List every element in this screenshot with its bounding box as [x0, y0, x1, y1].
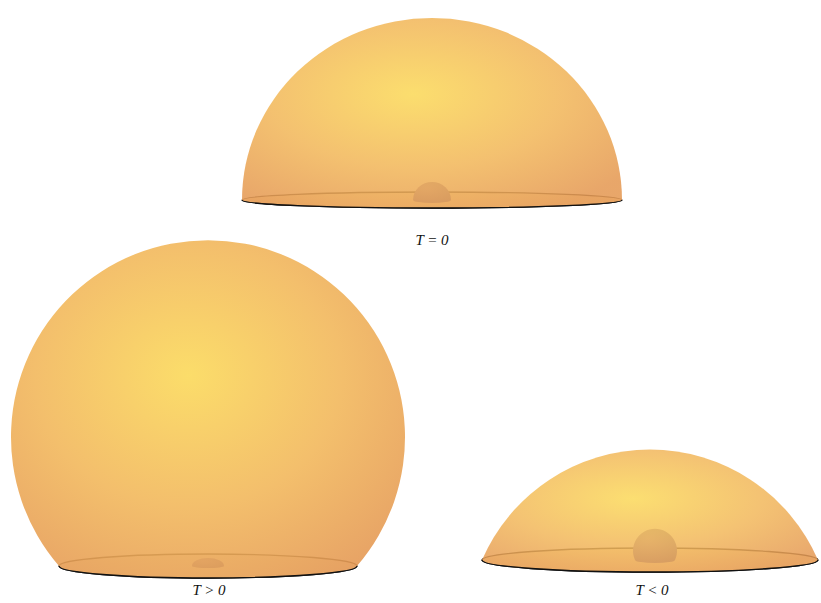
base-rim — [482, 560, 818, 572]
large-cap-figure — [11, 240, 405, 578]
hemisphere-figure — [242, 18, 622, 208]
outer-dome — [11, 240, 405, 578]
base-rim — [59, 566, 357, 578]
outer-dome — [482, 450, 818, 572]
condition-label: T > 0 — [192, 581, 225, 599]
base-rim — [242, 200, 622, 208]
outer-dome — [242, 18, 622, 208]
condition-label: T = 0 — [415, 231, 448, 249]
condition-label: T < 0 — [635, 581, 668, 599]
shallow-cap-figure — [482, 450, 818, 572]
